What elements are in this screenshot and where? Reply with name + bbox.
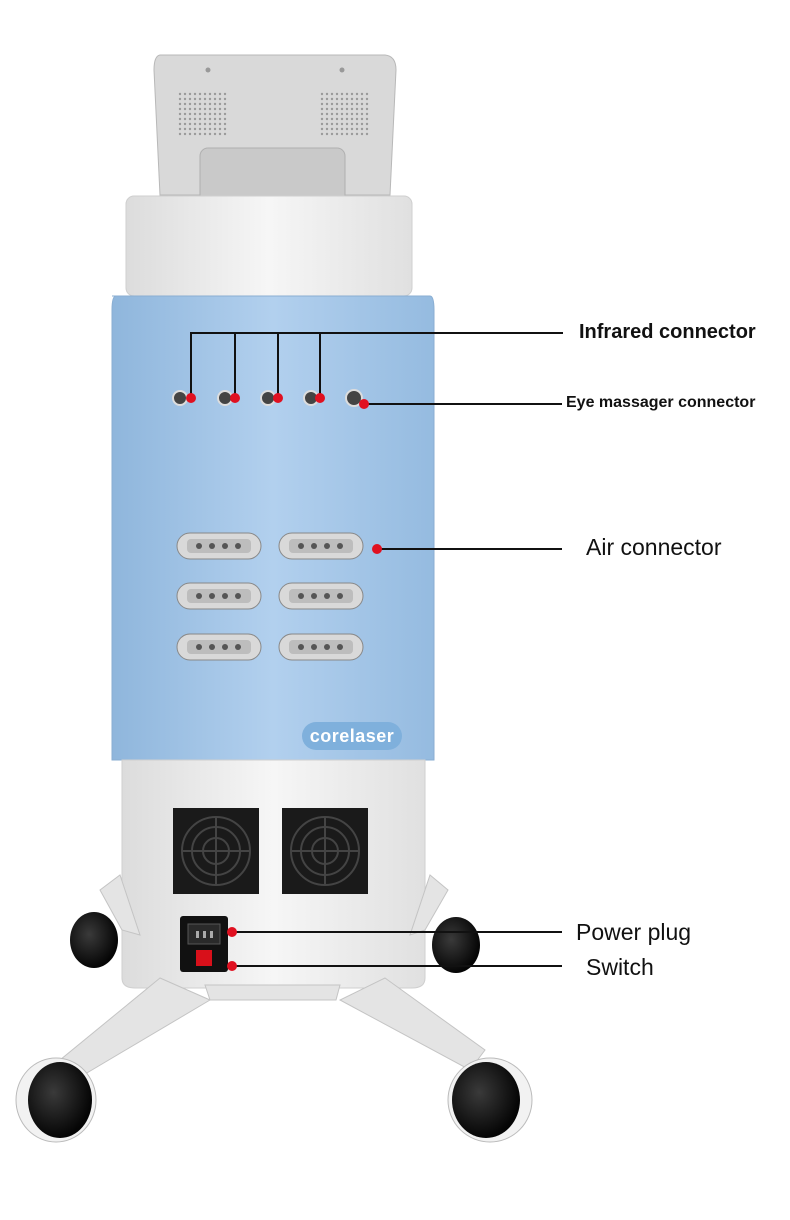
infrared-ports [172, 390, 319, 406]
power-module [180, 916, 228, 972]
air-port [278, 633, 364, 661]
upper-housing [125, 195, 413, 297]
brand-logo: corelaser [302, 722, 402, 750]
rocker-switch [196, 950, 212, 966]
air-port [278, 582, 364, 610]
switch-label: Switch [586, 954, 654, 980]
fan-left [173, 808, 259, 894]
power-plug-label: Power plug [576, 919, 692, 945]
air-port [278, 532, 364, 560]
speaker-grille-right [320, 92, 369, 136]
wheel-front-left-tire [28, 1062, 92, 1138]
air-connector-label: Air connector [586, 534, 722, 560]
eye-massager-port [345, 389, 363, 407]
blue-panel [111, 295, 435, 761]
speaker-grille-left [178, 92, 227, 136]
infrared-connector-label: Infrared connector [579, 321, 756, 343]
wheel-back-left [70, 912, 118, 968]
wheel-front-right-tire [452, 1062, 520, 1138]
lower-housing [121, 759, 426, 989]
leader-lines [190, 332, 563, 967]
air-port [176, 582, 262, 610]
air-ports [176, 532, 364, 661]
monitor [153, 54, 397, 204]
cooling-fans [173, 808, 368, 894]
eye-massager-connector-label: Eye massager connector [566, 394, 756, 411]
air-port [176, 532, 262, 560]
fan-right [282, 808, 368, 894]
air-port [176, 633, 262, 661]
red-markers [186, 393, 382, 971]
wheel-back-right [432, 917, 480, 973]
star-base [59, 874, 486, 1081]
infrared-leader [190, 332, 563, 398]
